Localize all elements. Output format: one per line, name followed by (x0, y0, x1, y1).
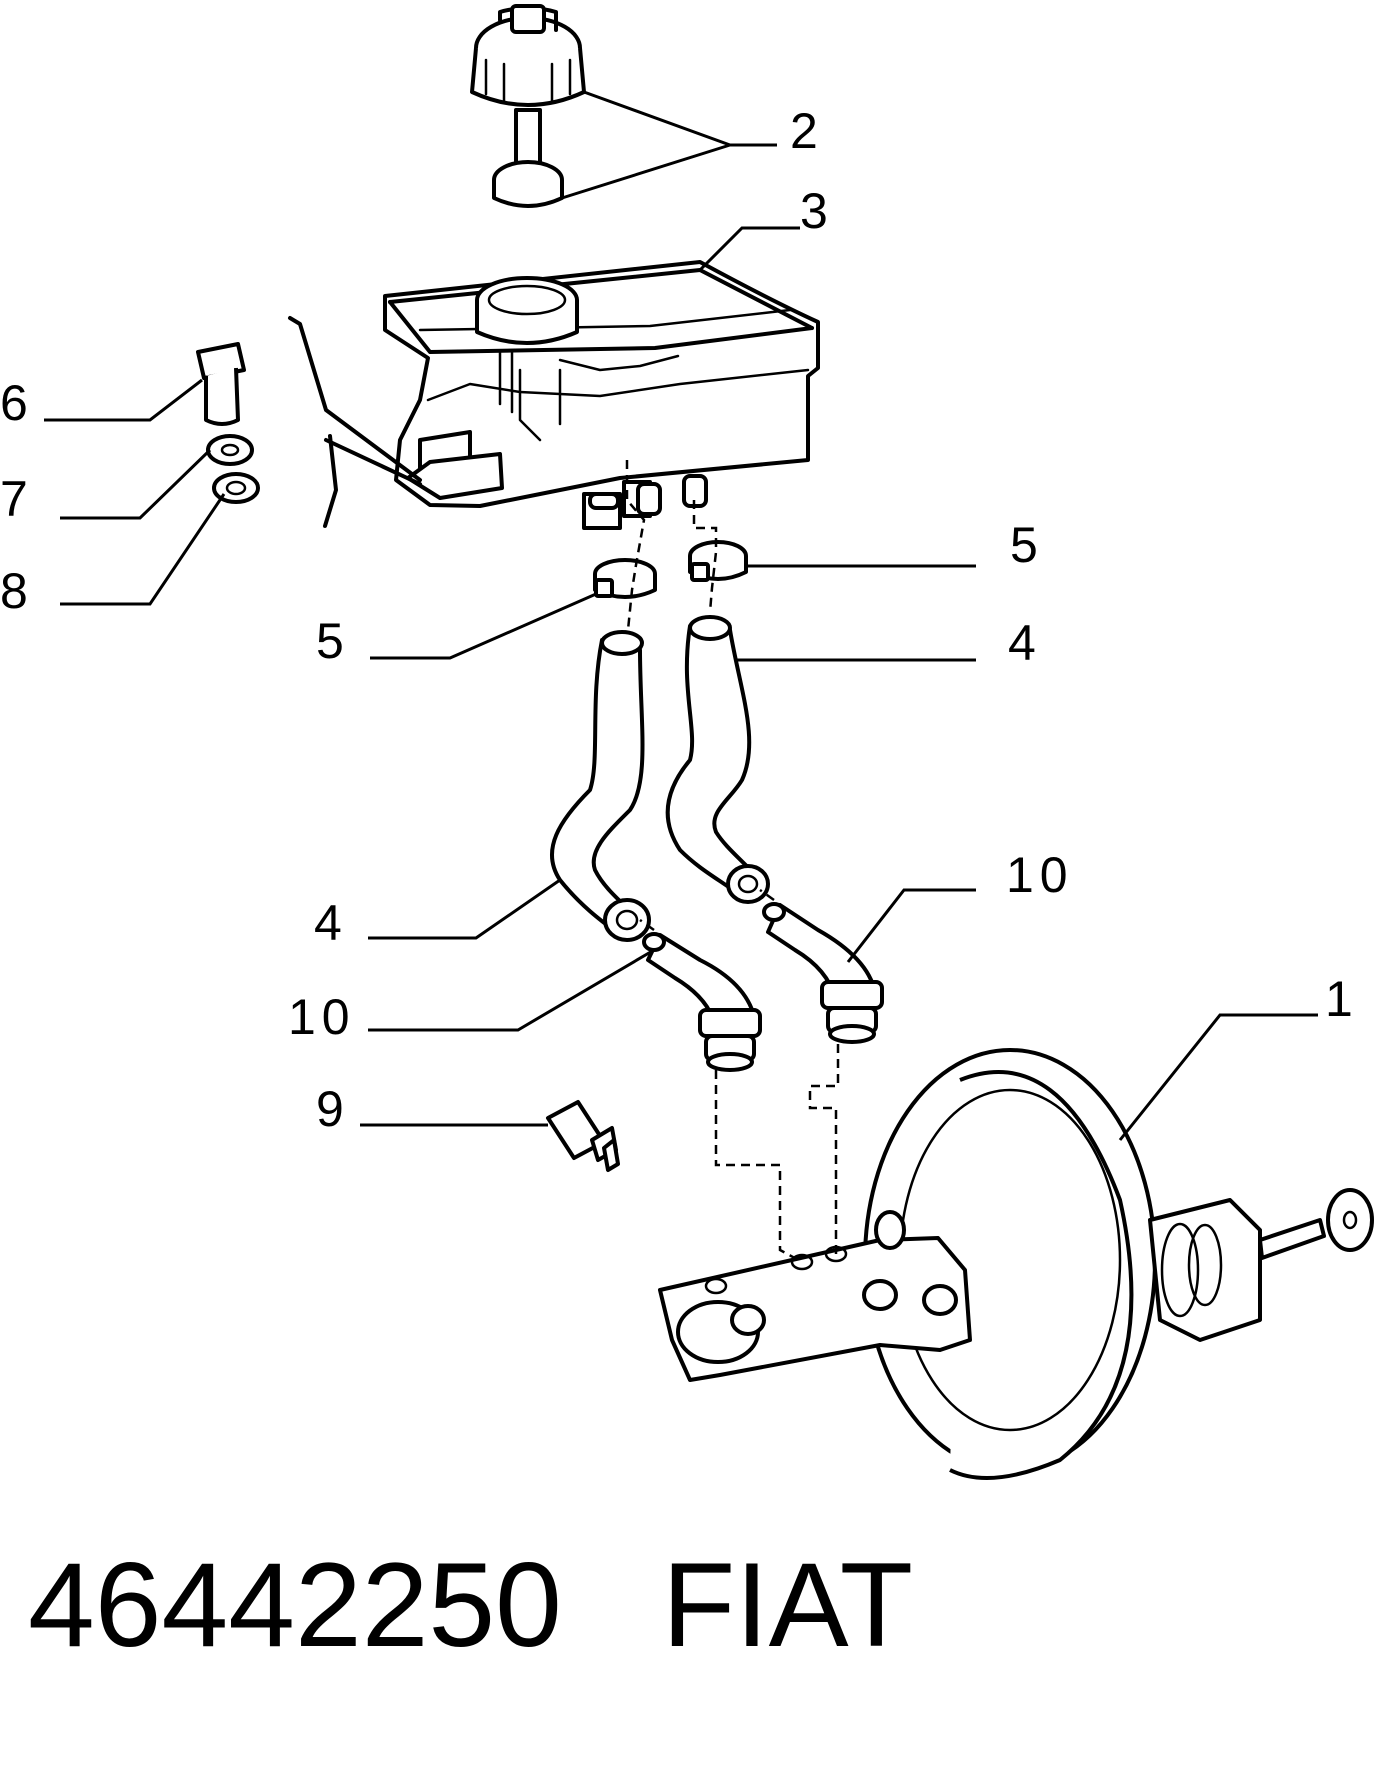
callout-5-right: 5 (1010, 517, 1044, 573)
callout-5-left: 5 (316, 613, 350, 669)
brake-booster (658, 1048, 1374, 1480)
brand-name: FIAT (661, 1538, 914, 1672)
part-number: 46442250 (28, 1538, 562, 1672)
fluid-reservoir (383, 260, 820, 530)
hose-left (549, 630, 651, 942)
mounting-bracket-outline (288, 316, 422, 528)
callout-7: 7 (0, 471, 34, 527)
callouts: 1 2 3 4 4 5 5 6 7 8 9 10 10 (0, 103, 1359, 1137)
elbow-connector-right (762, 902, 884, 1044)
callout-9: 9 (316, 1081, 350, 1137)
hose-right (665, 615, 770, 904)
callout-3: 3 (800, 183, 834, 239)
leader-lines (44, 90, 1318, 1141)
part-number-caption: 46442250 FIAT (28, 1545, 913, 1665)
callout-4-lower: 4 (314, 895, 348, 951)
callout-6: 6 (0, 375, 34, 431)
callout-2: 2 (790, 103, 824, 159)
elbow-connector-left (642, 932, 762, 1072)
callout-4-upper: 4 (1008, 615, 1042, 671)
hose-clamp-left (593, 558, 657, 599)
callout-10-right: 10 (1006, 847, 1074, 903)
hose-clamp-right (688, 540, 748, 582)
assembly-lines (625, 460, 840, 1264)
reservoir-cap (470, 4, 586, 208)
callout-8: 8 (0, 563, 34, 619)
bleed-screw (546, 1100, 620, 1172)
bolt (196, 342, 246, 426)
washer-7 (206, 434, 254, 466)
callout-1: 1 (1325, 971, 1359, 1027)
callout-10-left: 10 (288, 989, 356, 1045)
